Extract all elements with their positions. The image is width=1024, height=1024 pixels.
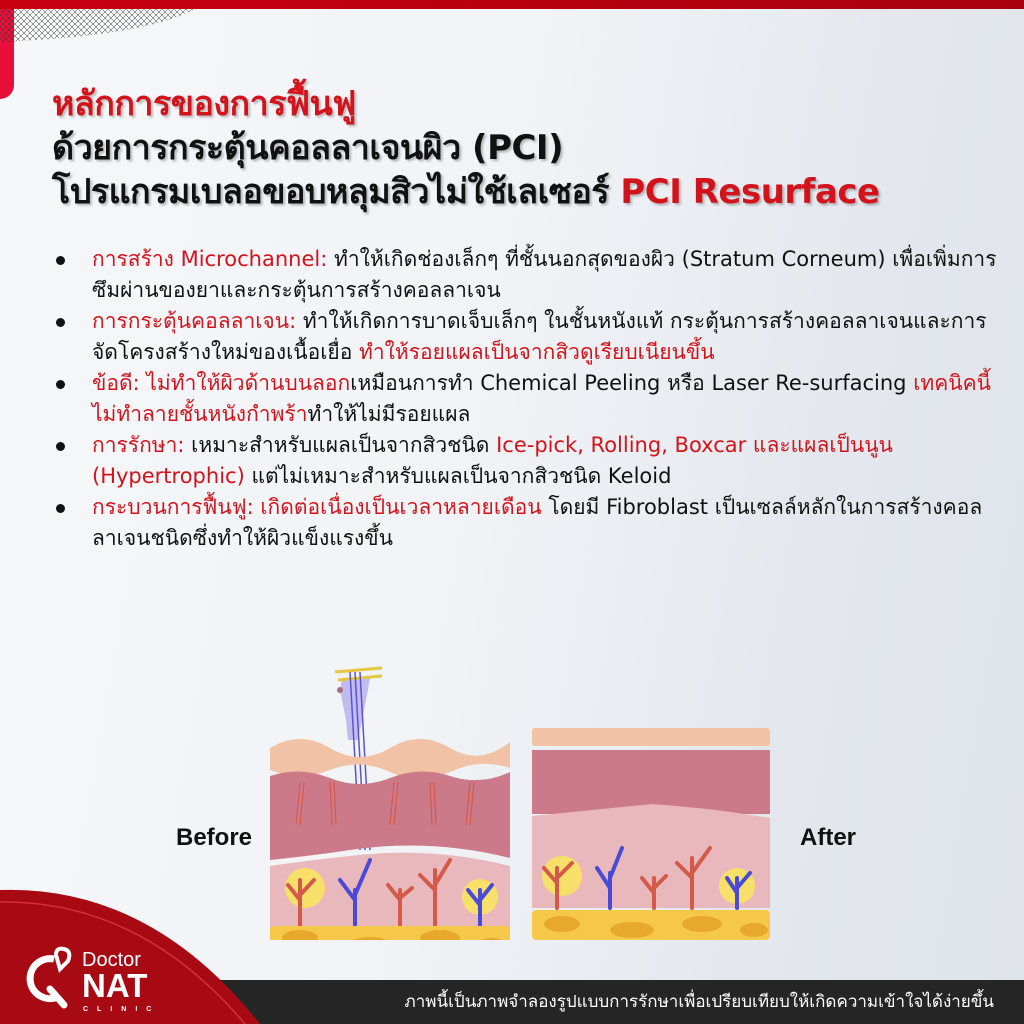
bullet-dot-icon: [56, 318, 65, 327]
after-label: After: [800, 824, 857, 851]
logo-text-doctor: Doctor: [82, 949, 141, 971]
list-item: การรักษา: เหมาะสำหรับแผลเป็นจากสิวชนิด I…: [52, 430, 1002, 492]
before-label: Before: [176, 824, 253, 851]
skin-before-illustration: [270, 666, 510, 940]
net-decoration: [0, 9, 195, 43]
bullet-list: การสร้าง Microchannel: ทำให้เกิดช่องเล็ก…: [52, 244, 1002, 554]
top-red-bar: [0, 0, 1024, 9]
bullet-dot-icon: [56, 380, 65, 389]
logo-text-clinic: CLINIC: [83, 1006, 161, 1013]
list-item: ข้อดี: ไม่ทำให้ผิวด้านบนลอกเหมือนการทำ C…: [52, 368, 1002, 430]
disclaimer-text: ภาพนี้เป็นภาพจำลองรูปแบบการรักษาเพื่อเปร…: [404, 992, 994, 1012]
red-swoosh-decoration: [0, 889, 260, 1024]
title-line-3: โปรแกรมเบลอขอบหลุมสิวไม่ใช้เลเซอร์ PCI R…: [52, 172, 880, 212]
bullet-dot-icon: [56, 442, 65, 451]
bullet-dot-icon: [56, 504, 65, 513]
list-item: กระบวนการฟื้นฟู: เกิดต่อเนื่องเป็นเวลาหล…: [52, 492, 1002, 554]
title-line-1: หลักการของการฟื้นฟู: [52, 84, 356, 124]
bullet-dot-icon: [56, 256, 65, 265]
list-item: การกระตุ้นคอลลาเจน: ทำให้เกิดการบาดเจ็บเ…: [52, 306, 1002, 368]
logo-text-nat: NAT: [82, 967, 148, 1004]
list-item: การสร้าง Microchannel: ทำให้เกิดช่องเล็ก…: [52, 244, 1002, 306]
page-title: หลักการของการฟื้นฟู ด้วยการกระตุ้นคอลลาเ…: [52, 82, 880, 214]
title-highlight: PCI Resurface: [620, 172, 880, 212]
doctor-nat-logo-icon: [26, 946, 72, 1009]
skin-after-illustration: [532, 728, 770, 940]
title-line-2: ด้วยการกระตุ้นคอลลาเจนผิว (PCI): [52, 128, 564, 168]
